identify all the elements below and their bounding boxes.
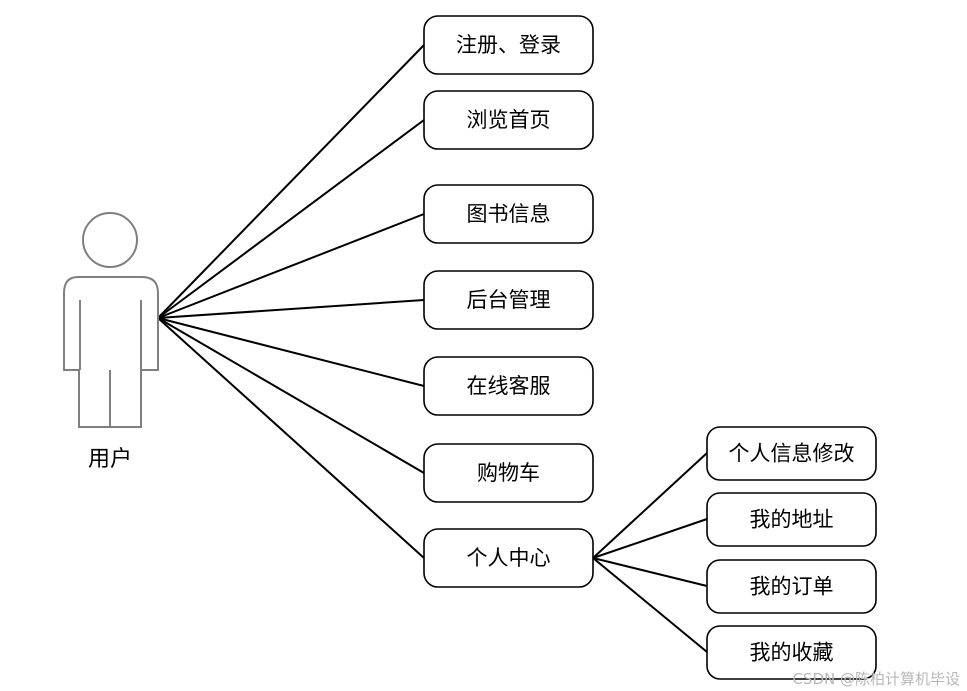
actor-head [82,212,138,268]
connector-online-service [157,317,425,387]
node-label: 我的地址 [750,508,834,532]
node-label: 浏览首页 [467,108,551,132]
node-browse-home: 浏览首页 [423,90,594,150]
personal-center-connectors [592,452,708,653]
node-box [423,15,594,75]
node-box [423,270,594,330]
connector-personal-center [157,317,425,559]
node-box [423,90,594,150]
connector-browse-home [157,119,425,319]
node-label: 在线客服 [467,374,551,398]
main-use-cases: 注册、登录 浏览首页 图书信息 后台管理 在线客服 购物车 个人中心 [423,15,594,588]
connector-book-info [157,213,425,319]
node-shopping-cart: 购物车 [423,443,594,503]
node-personal-center: 个人中心 [423,528,594,588]
node-label: 购物车 [477,461,540,485]
node-box [706,559,877,614]
node-box [423,443,594,503]
node-label: 我的订单 [750,575,834,599]
connector-my-favorites [592,557,708,653]
connector-register-login [157,44,425,319]
connector-edit-profile [592,452,708,559]
node-label: 个人中心 [467,546,551,570]
node-online-service: 在线客服 [423,356,594,416]
node-label: 后台管理 [467,288,551,312]
node-box [706,426,877,481]
actor-label: 用户 [88,447,132,472]
connector-my-orders [592,557,708,587]
actor-user: 用户 [63,212,159,472]
connector-shopping-cart [157,317,425,474]
node-box [423,184,594,244]
node-box [423,528,594,588]
actor-connectors [157,44,425,559]
node-my-favorites: 我的收藏 [706,625,877,680]
node-register-login: 注册、登录 [423,15,594,75]
node-label: 我的收藏 [750,641,834,665]
node-box [423,356,594,416]
actor-body [63,276,159,428]
node-box [706,625,877,680]
node-label: 注册、登录 [456,33,561,57]
personal-center-sub-cases: 个人信息修改 我的地址 我的订单 我的收藏 [706,426,877,680]
node-book-info: 图书信息 [423,184,594,244]
node-label: 图书信息 [467,202,551,226]
node-box [706,492,877,547]
connector-admin-backend [157,299,425,319]
node-label: 个人信息修改 [729,442,855,466]
node-my-orders: 我的订单 [706,559,877,614]
node-admin-backend: 后台管理 [423,270,594,330]
watermark: CSDN @陈柏计算机毕设 [792,670,960,688]
connector-my-address [592,518,708,559]
node-edit-profile: 个人信息修改 [706,426,877,481]
node-my-address: 我的地址 [706,492,877,547]
